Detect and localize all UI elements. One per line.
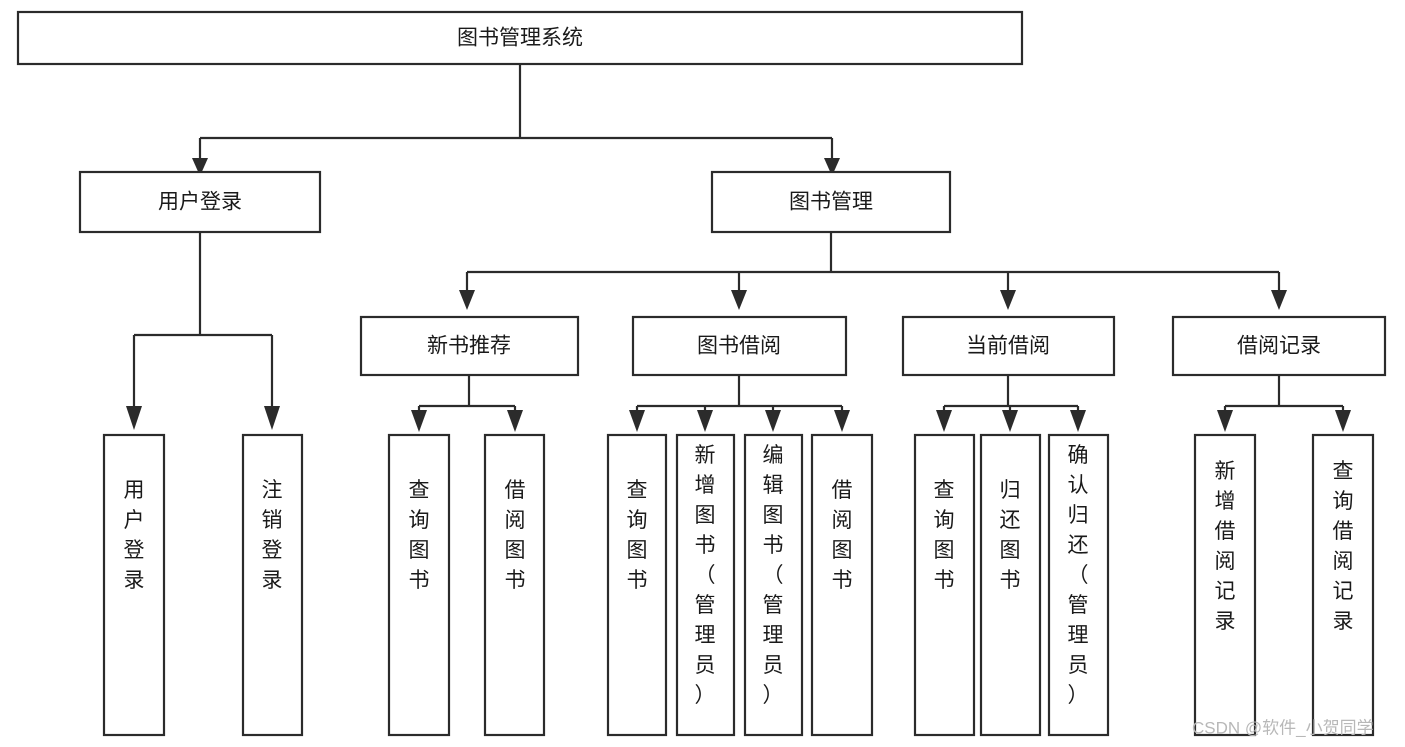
arrow-root-to-book-manage: [824, 158, 840, 176]
arrow-to-leaf-query-book-3: [936, 410, 952, 432]
connector-user-login-bus: [132, 232, 274, 408]
node-new-book-recommend-label: 新书推荐: [427, 335, 511, 358]
node-borrow-record-box[interactable]: [1171, 315, 1387, 377]
leaf-query-book-1[interactable]: 查询图书: [387, 433, 451, 737]
node-root-label: 图书管理系统: [457, 27, 583, 50]
node-borrow-record-label: 借阅记录: [1237, 335, 1321, 358]
node-book-manage-label: 图书管理: [789, 191, 873, 214]
node-root[interactable]: 图书管理系统: [16, 10, 1024, 66]
leaf-add-borrow-record-label: 新增借阅记录: [1215, 460, 1236, 633]
node-book-borrow[interactable]: 图书借阅: [631, 315, 848, 377]
leaf-add-book-admin-box[interactable]: [675, 433, 736, 737]
node-new-book-recommend-box[interactable]: [359, 315, 580, 377]
node-book-manage[interactable]: 图书管理: [710, 170, 952, 234]
leaf-borrow-book-1-label: 借阅图书: [505, 479, 526, 592]
arrow-to-leaf-add-borrow-record: [1217, 410, 1233, 432]
connector-root-bus: [198, 64, 834, 158]
leaf-borrow-book-2-label: 借阅图书: [832, 479, 853, 592]
leaf-query-borrow-record-box[interactable]: [1311, 433, 1375, 737]
arrow-to-leaf-borrow-book-1: [507, 410, 523, 432]
leaf-user-login[interactable]: 用户登录: [102, 433, 166, 737]
arrow-to-leaf-query-book-2: [629, 410, 645, 432]
leaf-query-borrow-record-label: 查询借阅记录: [1333, 460, 1354, 633]
arrow-to-leaf-return-book: [1002, 410, 1018, 432]
leaf-add-borrow-record[interactable]: 新增借阅记录: [1193, 433, 1257, 737]
leaf-user-login-label: 用户登录: [124, 479, 145, 592]
leaf-query-borrow-record[interactable]: 查询借阅记录: [1311, 433, 1375, 737]
leaf-borrow-book-1[interactable]: 借阅图书: [483, 433, 546, 737]
connector-book-manage-bus: [465, 232, 1281, 290]
node-user-login[interactable]: 用户登录: [78, 170, 322, 234]
leaf-edit-book-admin[interactable]: 编辑图书（管理员）: [743, 433, 804, 737]
arrow-to-new-book-recommend: [459, 290, 475, 310]
arrow-to-leaf-add-book-admin: [697, 410, 713, 432]
node-user-login-box[interactable]: [78, 170, 322, 234]
leaf-query-book-2-label: 查询图书: [627, 479, 648, 592]
node-book-manage-box[interactable]: [710, 170, 952, 234]
node-user-login-label: 用户登录: [158, 191, 242, 214]
leaf-add-book-admin-label: 新增图书（管理员）: [695, 444, 716, 707]
connector-current-borrow-bus: [942, 375, 1080, 414]
connector-book-borrow-bus: [635, 375, 844, 414]
leaf-return-book-box[interactable]: [979, 433, 1042, 737]
arrow-root-to-user-login: [192, 158, 208, 176]
leaf-query-book-1-box[interactable]: [387, 433, 451, 737]
node-root-box[interactable]: [16, 10, 1024, 66]
leaf-query-book-3-box[interactable]: [913, 433, 976, 737]
arrow-to-book-borrow: [731, 290, 747, 310]
arrow-to-leaf-edit-book-admin: [765, 410, 781, 432]
leaf-logout-label: 注销登录: [262, 479, 283, 592]
leaf-query-book-3[interactable]: 查询图书: [913, 433, 976, 737]
arrow-to-leaf-query-borrow-record: [1335, 410, 1351, 432]
leaf-return-book[interactable]: 归还图书: [979, 433, 1042, 737]
leaf-add-borrow-record-box[interactable]: [1193, 433, 1257, 737]
node-new-book-recommend[interactable]: 新书推荐: [359, 315, 580, 377]
leaf-borrow-book-2[interactable]: 借阅图书: [810, 433, 874, 737]
leaf-query-book-2[interactable]: 查询图书: [606, 433, 668, 737]
leaf-edit-book-admin-box[interactable]: [743, 433, 804, 737]
leaf-add-book-admin[interactable]: 新增图书（管理员）: [675, 433, 736, 737]
connector-borrow-record-bus: [1223, 375, 1345, 414]
arrow-to-leaf-confirm-return-admin: [1070, 410, 1086, 432]
node-current-borrow-label: 当前借阅: [966, 335, 1050, 358]
connector-layer: [126, 64, 1351, 432]
arrow-to-borrow-record: [1271, 290, 1287, 310]
arrow-to-leaf-user-login: [126, 406, 142, 430]
leaf-confirm-return-admin[interactable]: 确认归还（管理员）: [1047, 433, 1110, 737]
node-book-borrow-label: 图书借阅: [697, 335, 781, 358]
leaf-borrow-book-1-box[interactable]: [483, 433, 546, 737]
arrow-to-current-borrow: [1000, 290, 1016, 310]
csdn-watermark: CSDN @软件_小贺同学: [1192, 718, 1374, 737]
leaf-borrow-book-2-box[interactable]: [810, 433, 874, 737]
leaf-logout-box[interactable]: [241, 433, 304, 737]
leaf-user-login-box[interactable]: [102, 433, 166, 737]
arrow-to-leaf-borrow-book-2: [834, 410, 850, 432]
node-current-borrow[interactable]: 当前借阅: [901, 315, 1116, 377]
node-borrow-record[interactable]: 借阅记录: [1171, 315, 1387, 377]
arrow-to-leaf-query-book-1: [411, 410, 427, 432]
arrow-to-leaf-logout: [264, 406, 280, 430]
node-current-borrow-box[interactable]: [901, 315, 1116, 377]
leaf-logout[interactable]: 注销登录: [241, 433, 304, 737]
leaf-query-book-2-box[interactable]: [606, 433, 668, 737]
leaf-query-book-3-label: 查询图书: [934, 479, 955, 592]
leaf-query-book-1-label: 查询图书: [409, 479, 430, 592]
leaf-confirm-return-admin-box[interactable]: [1047, 433, 1110, 737]
leaf-confirm-return-admin-label: 确认归还（管理员）: [1068, 444, 1089, 707]
connector-new-book-recommend-bus: [417, 375, 517, 414]
leaf-return-book-label: 归还图书: [1000, 479, 1021, 592]
node-book-borrow-box[interactable]: [631, 315, 848, 377]
leaf-edit-book-admin-label: 编辑图书（管理员）: [763, 444, 784, 707]
